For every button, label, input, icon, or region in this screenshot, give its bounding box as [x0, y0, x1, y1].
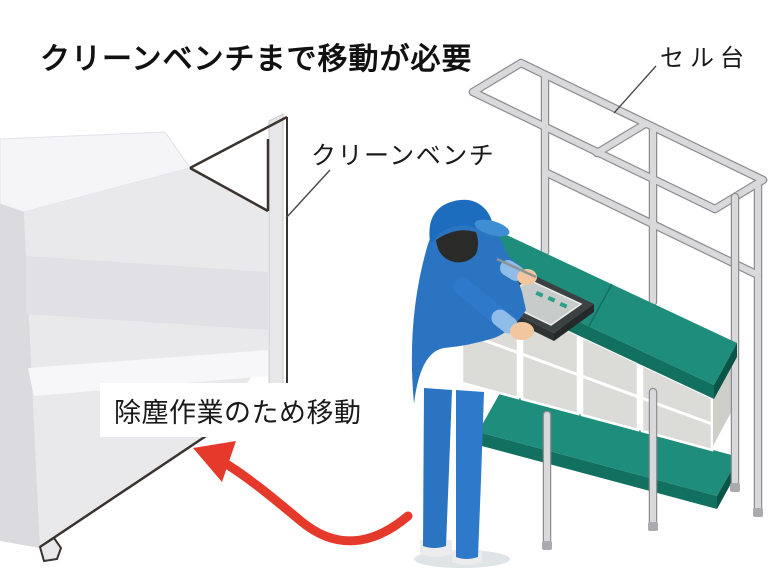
movement-arrow-head: [193, 441, 236, 482]
clean-bench-foot: [38, 536, 63, 563]
clean-bench-left-column: [0, 204, 40, 548]
worker-leg: [423, 388, 452, 548]
cell-stand-illustration: [468, 58, 768, 517]
worker-hair: [436, 230, 478, 263]
tray-case-end: [554, 304, 594, 341]
worker-cuff: [500, 260, 524, 281]
clean-bench-worksurface-band: [28, 350, 268, 396]
clean-bench-leader-line: [285, 169, 331, 219]
worker-hand: [517, 269, 537, 285]
worker-illustration: [411, 199, 537, 568]
worker-cuff: [491, 309, 518, 334]
storage-box-row-gap: [461, 330, 713, 426]
frame-foot: [753, 508, 763, 517]
bench-foot: [730, 483, 740, 492]
workbench: [460, 192, 740, 550]
cell-stand-label: セル台: [660, 45, 750, 72]
clean-bench-post: [268, 113, 284, 400]
worktop-seam: [588, 283, 613, 327]
cell-stand-leader-line: [613, 65, 657, 114]
tray-components: [535, 290, 568, 309]
worker-cap-brim: [474, 219, 510, 237]
clean-bench-opening-outline: [189, 115, 288, 390]
movement-arrow: [193, 441, 413, 546]
clean-bench-label: クリーンベンチ: [311, 142, 496, 170]
tool-probe: [496, 257, 537, 279]
worktop-surface: [473, 230, 737, 385]
bench-legs: [542, 192, 740, 550]
clean-bench-bottom-edge: [39, 434, 207, 549]
clean-bench-illustration: [0, 113, 288, 563]
worker-cap: [429, 199, 493, 242]
bench-foot: [648, 522, 658, 531]
movement-arrow-shaft: [211, 453, 413, 546]
page-title: クリーンベンチまで移動が必要: [40, 43, 473, 76]
worktop-end-edge: [714, 343, 737, 399]
frame-pipes: [470, 60, 766, 513]
bench-foot: [542, 541, 552, 550]
movement-callout: 除塵作業のため移動: [100, 383, 392, 437]
clean-bench-inner-shade: [26, 256, 268, 330]
worker-hand: [510, 322, 534, 340]
worker-leg: [456, 390, 484, 559]
